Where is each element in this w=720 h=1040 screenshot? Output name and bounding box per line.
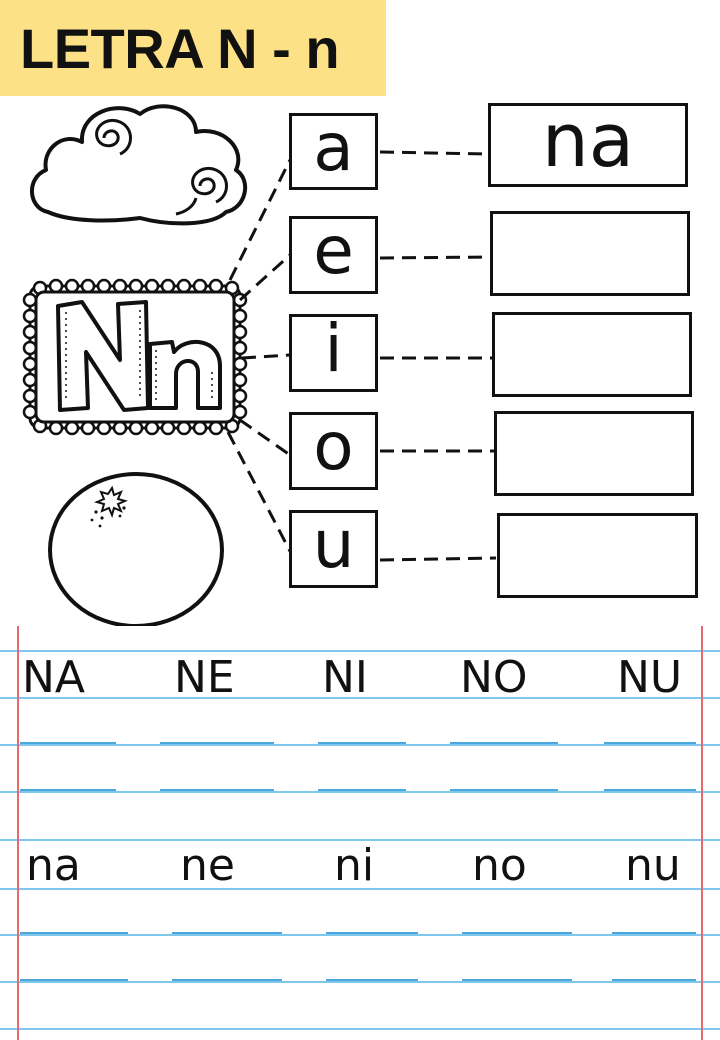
margin-line-right: [701, 626, 703, 1040]
answer-box-1[interactable]: na: [488, 103, 688, 187]
answer-box-5[interactable]: [497, 513, 698, 598]
title-banner: LETRA N - n: [0, 0, 386, 96]
syllable-upper-ni: NI: [322, 652, 368, 703]
vowel-box-i: i: [289, 314, 378, 392]
connector-lines: [226, 159, 294, 556]
writing-blank[interactable]: [326, 932, 418, 934]
ruled-line: [0, 934, 720, 936]
writing-blank[interactable]: [604, 789, 696, 791]
ruled-line: [0, 888, 720, 890]
answer-text-1: na: [541, 98, 635, 184]
syllable-upper-na: NA: [22, 652, 86, 703]
vowel-box-e: e: [289, 216, 378, 294]
writing-blank[interactable]: [172, 979, 282, 981]
answer-box-2[interactable]: [490, 211, 690, 296]
syllable-lower-ni: ni: [334, 840, 375, 891]
writing-blank[interactable]: [20, 932, 128, 934]
syllable-lower-no: no: [472, 840, 527, 891]
syllable-upper-no: NO: [460, 652, 528, 703]
writing-blank[interactable]: [318, 789, 406, 791]
answer-box-4[interactable]: [494, 411, 694, 496]
ruled-line: [0, 1028, 720, 1030]
writing-practice-sheet: NA NE NI NO NU na ne ni no nu: [0, 626, 720, 1040]
ruled-line: [0, 981, 720, 983]
writing-blank[interactable]: [604, 742, 696, 744]
writing-blank[interactable]: [160, 742, 274, 744]
ruled-line: [0, 697, 720, 699]
ruled-line: [0, 791, 720, 793]
illustrations: [22, 104, 497, 626]
answer-connector-lines: [379, 150, 497, 562]
ruled-line: [0, 650, 720, 652]
writing-blank[interactable]: [462, 979, 572, 981]
syllable-lower-nu: nu: [625, 840, 681, 891]
syllable-upper-nu: NU: [617, 652, 683, 703]
vowel-u: u: [312, 506, 355, 583]
letter-card-illustration: [22, 278, 248, 436]
writing-blank[interactable]: [20, 789, 116, 791]
writing-blank[interactable]: [612, 979, 696, 981]
cloud-illustration: [30, 104, 247, 226]
vowel-a: a: [313, 108, 354, 186]
writing-blank[interactable]: [450, 789, 558, 791]
ruled-line: [0, 839, 720, 841]
vowel-e: e: [313, 212, 354, 289]
vowel-box-a: a: [289, 113, 378, 190]
vowel-o: o: [313, 408, 354, 485]
writing-blank[interactable]: [462, 932, 572, 934]
answer-box-3[interactable]: [492, 312, 692, 397]
vowel-box-o: o: [289, 412, 378, 490]
vowel-i: i: [324, 310, 343, 387]
writing-blank[interactable]: [318, 742, 406, 744]
writing-blank[interactable]: [326, 979, 418, 981]
writing-blank[interactable]: [20, 979, 128, 981]
ruled-line: [0, 744, 720, 746]
page-title: LETRA N - n: [20, 17, 340, 80]
orange-illustration: [48, 472, 224, 626]
writing-blank[interactable]: [612, 932, 696, 934]
writing-blank[interactable]: [172, 932, 282, 934]
writing-blank[interactable]: [160, 789, 274, 791]
syllable-lower-na: na: [26, 840, 81, 891]
syllable-upper-ne: NE: [174, 652, 235, 703]
writing-blank[interactable]: [20, 742, 116, 744]
syllable-lower-ne: ne: [180, 840, 235, 891]
writing-blank[interactable]: [450, 742, 558, 744]
vowel-box-u: u: [289, 510, 378, 588]
margin-line-left: [17, 626, 19, 1040]
